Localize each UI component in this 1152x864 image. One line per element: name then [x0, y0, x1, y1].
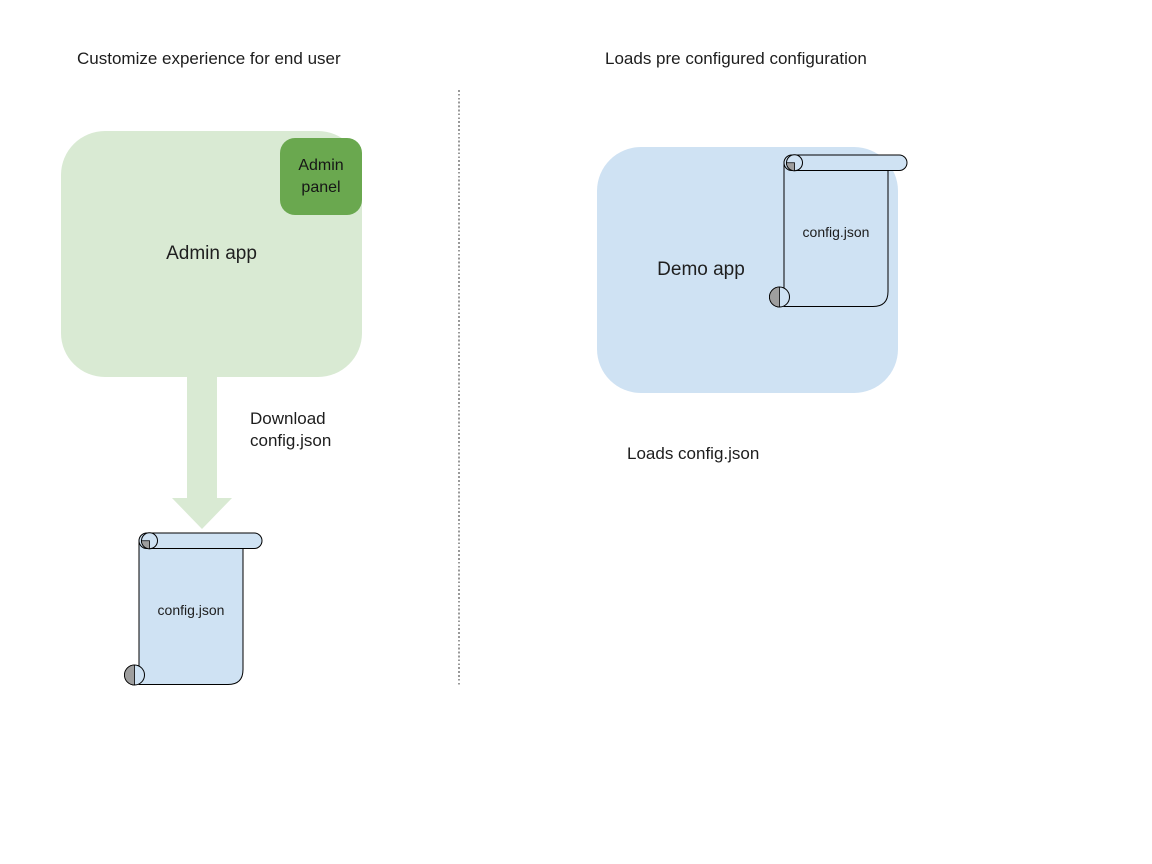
scroll-body	[138, 539, 244, 685]
right-section-title: Loads pre configured configuration	[605, 49, 867, 68]
scroll-top-curl-shade	[786, 162, 795, 172]
demo-app-label: Demo app	[657, 259, 745, 280]
scroll-shape-icon	[769, 154, 908, 308]
scroll-top-roll	[138, 532, 263, 549]
admin-app-label: Admin app	[166, 243, 257, 264]
scroll-top-roll	[783, 154, 908, 171]
config-json-scroll-right[interactable]: config.json	[769, 153, 908, 308]
scroll-body	[783, 161, 889, 307]
admin-panel-shape[interactable]: Admin panel	[280, 138, 362, 215]
arrow-shape	[172, 377, 232, 529]
scroll-top-curl-shade	[141, 540, 150, 550]
config-json-scroll-left[interactable]: config.json	[124, 531, 263, 686]
download-caption: Download config.json	[250, 409, 332, 450]
section-divider-line	[458, 90, 460, 685]
scroll-label: config.json	[802, 224, 870, 240]
demo-app-label-area: Demo app	[597, 147, 805, 393]
left-section-title: Customize experience for end user	[77, 49, 341, 68]
scroll-bottom-curl-shade	[769, 286, 780, 308]
download-arrow[interactable]	[172, 377, 232, 529]
loads-caption: Loads config.json	[627, 444, 760, 463]
scroll-shape-icon	[124, 532, 263, 686]
scroll-bottom-curl-shade	[124, 664, 135, 686]
admin-panel-label: Admin panel	[298, 156, 344, 196]
scroll-label: config.json	[157, 602, 225, 618]
